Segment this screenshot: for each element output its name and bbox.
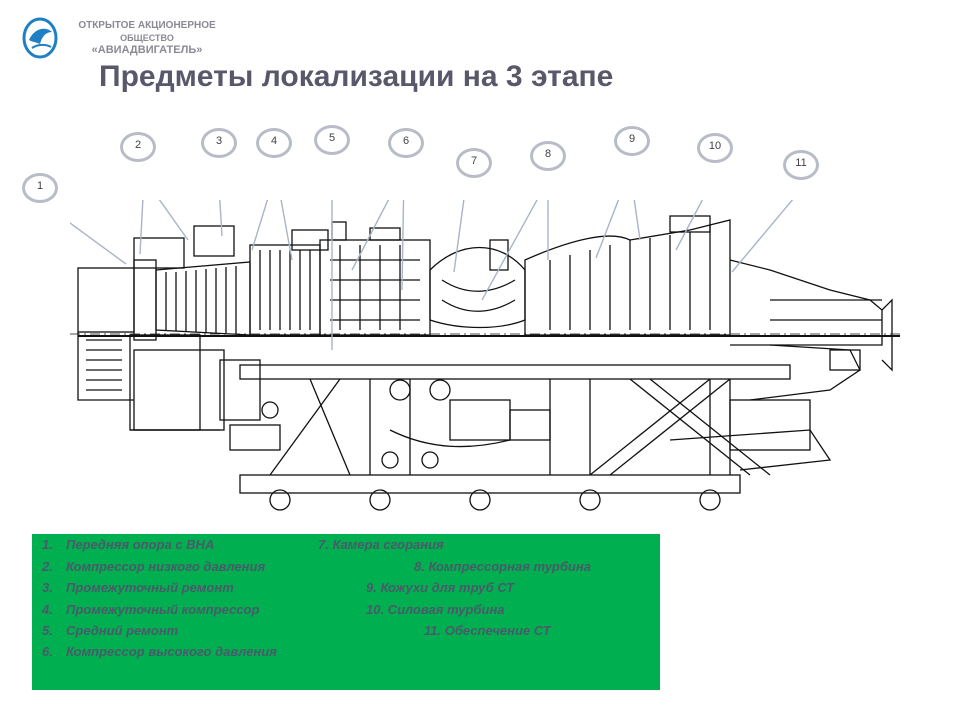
legend-item-10: 10. Силовая турбина (366, 602, 505, 617)
company-name-line2: ОБЩЕСТВО (120, 33, 174, 43)
legend-item-2: 2. Компрессор низкого давления (32, 559, 265, 574)
callout-label: 6 (402, 135, 410, 147)
callout-label: 2 (134, 139, 142, 151)
legend-num: 1. (42, 537, 53, 552)
engine-schematic (70, 200, 900, 511)
company-logo-icon (22, 17, 58, 59)
callout-7: 7 (456, 148, 492, 178)
callout-8: 8 (530, 141, 566, 171)
callout-label: 11 (795, 157, 807, 169)
legend-item-3: 3. Промежуточный ремонт (32, 580, 234, 595)
page-title: Предметы локализации на 3 этапе (99, 60, 614, 93)
legend-item-8: 8. Компрессорная турбина (414, 559, 591, 574)
callout-label: 5 (328, 132, 336, 144)
legend-text: Компрессор высокого давления (66, 644, 277, 659)
piping (381, 379, 551, 469)
callout-label: 7 (470, 155, 478, 167)
callout-9: 9 (614, 126, 650, 156)
legend-item-1: 1. Передняя опора с ВНА (32, 537, 214, 552)
legend-num: 2. (42, 559, 53, 574)
legend-text: Промежуточный компрессор (66, 602, 260, 617)
callout-label: 10 (708, 140, 722, 152)
callout-3: 3 (201, 128, 237, 158)
turbine-section (524, 215, 731, 336)
company-name: ОТКРЫТОЕ АКЦИОНЕРНОЕ ОБЩЕСТВО «АВИАДВИГА… (62, 20, 232, 56)
callout-11: 11 (783, 150, 819, 180)
callout-1: 1 (22, 173, 58, 203)
combustion-chamber (429, 239, 526, 329)
company-name-line1: ОТКРЫТОЕ АКЦИОНЕРНОЕ (78, 20, 216, 31)
callout-label: 1 (36, 180, 44, 192)
legend-item-9: 9. Кожухи для труб СТ (366, 580, 515, 595)
accessory-gearbox (133, 349, 281, 451)
legend-num: 3. (42, 580, 53, 595)
exhaust (729, 259, 893, 401)
lp-compressor (133, 225, 251, 336)
legend-text: Передняя опора с ВНА (66, 537, 215, 552)
legend-text: Промежуточный ремонт (66, 580, 234, 595)
frame-wheels (269, 489, 721, 511)
legend-text: Компрессор низкого давления (66, 559, 266, 574)
company-name-line3: «АВИАДВИГАТЕЛЬ» (91, 44, 203, 56)
legend-item-7: 7. Камера сгорания (318, 537, 444, 552)
callout-4: 4 (256, 128, 292, 158)
legend-item-6: 6. Компрессор высокого давления (32, 644, 277, 659)
leader-lines (70, 200, 794, 350)
callout-10: 10 (697, 133, 733, 163)
support-frame (239, 364, 832, 494)
legend-item-4: 4. Промежуточный компрессор (32, 602, 259, 617)
hp-compressor (319, 221, 431, 336)
legend-num: 4. (42, 602, 53, 617)
callout-5: 5 (314, 125, 350, 155)
intake (77, 259, 220, 431)
callout-label: 8 (544, 148, 552, 160)
legend-item-5: 5. Средний ремонт (32, 623, 178, 638)
callout-label: 3 (215, 135, 223, 147)
callout-label: 4 (270, 135, 278, 147)
legend-num: 6. (42, 644, 53, 659)
legend-text: Средний ремонт (66, 623, 179, 638)
legend-item-11: 11. Обеспечение СТ (424, 623, 551, 638)
callout-label: 9 (628, 133, 636, 145)
legend-box: 1. Передняя опора с ВНА 2. Компрессор низк… (32, 534, 660, 690)
legend-num: 5. (42, 623, 53, 638)
callout-6: 6 (388, 128, 424, 158)
callout-2: 2 (120, 132, 156, 162)
